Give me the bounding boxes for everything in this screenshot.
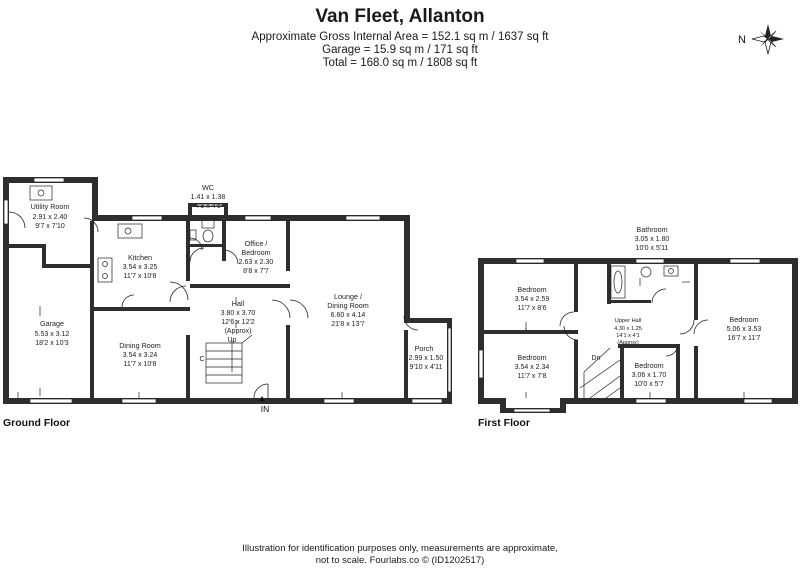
room-imperial-lounge: 21'8 x 13'7 <box>331 321 365 328</box>
room-name2-lounge: Dining Room <box>327 301 369 310</box>
stair-up-label: Up <box>228 337 237 344</box>
room-imperial-dining: 11'7 x 10'8 <box>124 361 157 368</box>
garage-area-line: Garage = 15.9 sq m / 171 sq ft <box>322 44 478 56</box>
room-name-bedroom-3: Bedroom <box>634 361 663 370</box>
room-metric-bathroom: 3.05 x 1.80 <box>635 236 670 243</box>
room-metric-garage: 5.53 x 3.12 <box>35 331 70 338</box>
room-name-wc: WC <box>202 183 214 192</box>
room-metric-lounge: 6.60 x 4.14 <box>331 312 366 319</box>
room-imperial-bedroom-main: 16'7 x 11'7 <box>728 335 761 342</box>
room-metric-bedroom-3: 3.06 x 1.70 <box>632 372 667 379</box>
room-imperial-bedroom-2: 11'7 x 7'8 <box>517 373 546 380</box>
room-imperial-kitchen: 11'7 x 10'8 <box>124 273 157 280</box>
disclaimer-line-2: not to scale. Fourlabs.co © (ID1202517) <box>315 555 485 566</box>
room-imperial-upper-hall: 14'1 x 4'1 <box>616 333 640 339</box>
room-name-garage: Garage <box>40 319 64 328</box>
room-metric-office: 2.63 x 2.30 <box>239 259 274 266</box>
compass-rose-icon: N <box>738 24 784 55</box>
room-imperial-hall: 12'6 x 12'2 <box>221 319 255 326</box>
ground-floor-fixtures <box>17 185 343 398</box>
room-metric-upper-hall: 4.30 x 1.25 <box>614 326 642 332</box>
entrance-arrow-icon <box>259 396 265 401</box>
room-name2-office: Bedroom <box>241 248 270 257</box>
ground-floor-doors <box>8 211 419 399</box>
room-metric-kitchen: 3.54 x 3.25 <box>123 264 158 271</box>
total-area-line: Total = 168.0 sq m / 1808 sq ft <box>322 57 478 69</box>
room-name-kitchen: Kitchen <box>128 253 152 262</box>
room-metric-bedroom-main: 5.06 x 3.53 <box>727 326 762 333</box>
room-name-bathroom: Bathroom <box>636 225 667 234</box>
room-metric-utility: 2.91 x 2.40 <box>33 214 68 221</box>
first-floor-label: First Floor <box>478 417 530 429</box>
ground-floor-plan <box>3 177 452 404</box>
room-imperial-bathroom: 10'0 x 5'11 <box>636 245 669 252</box>
ground-floor-walls <box>3 177 452 404</box>
gross-area-line: Approximate Gross Internal Area = 152.1 … <box>251 31 549 43</box>
ground-floor-labels: Utility Room 2.91 x 2.40 9'7 x 7'10 WC 1… <box>3 183 443 429</box>
plan-title: Van Fleet, Allanton <box>315 6 485 27</box>
first-floor-fixtures <box>525 265 745 399</box>
room-note-upper-hall: (Approx) <box>617 340 639 346</box>
room-metric-wc: 1.41 x 1.38 <box>191 194 226 201</box>
room-metric-dining: 3.54 x 3.24 <box>123 352 158 359</box>
room-imperial-porch: 9'10 x 4'11 <box>410 364 443 371</box>
room-metric-bedroom-2: 3.54 x 2.34 <box>515 364 550 371</box>
store-mark: C <box>199 356 204 363</box>
room-name-utility: Utility Room <box>31 202 70 211</box>
room-imperial-bedroom-1: 11'7 x 8'6 <box>517 305 546 312</box>
room-name-porch: Porch <box>415 344 434 353</box>
disclaimer-line-1: Illustration for identification purposes… <box>242 543 558 554</box>
compass-north-label: N <box>738 34 746 46</box>
first-floor-plan <box>478 258 798 413</box>
room-imperial-wc: 4'8 x 4'6 <box>195 203 221 210</box>
first-floor-labels: Bathroom 3.05 x 1.80 10'0 x 5'11 Bedroom… <box>478 225 761 429</box>
stair-down-label: Dn <box>592 355 601 362</box>
room-name-upper-hall: Upper Hall <box>615 318 641 324</box>
first-floor-doors <box>559 288 709 357</box>
first-floor-windows <box>478 258 773 413</box>
room-name-office: Office / <box>245 239 268 248</box>
room-imperial-bedroom-3: 10'0 x 5'7 <box>634 381 664 388</box>
ground-floor-label: Ground Floor <box>3 417 70 429</box>
room-name-bedroom-main: Bedroom <box>729 315 758 324</box>
room-metric-porch: 2.99 x 1.50 <box>409 355 444 362</box>
room-name-bedroom-1: Bedroom <box>517 285 546 294</box>
room-name-dining: Dining Room <box>119 341 161 350</box>
room-note-hall: (Approx) <box>225 328 252 335</box>
room-imperial-garage: 18'2 x 10'3 <box>35 340 69 347</box>
room-name-bedroom-2: Bedroom <box>517 353 546 362</box>
room-imperial-office: 8'8 x 7'7 <box>243 268 269 275</box>
entrance-label: IN <box>261 404 270 414</box>
room-imperial-utility: 9'7 x 7'10 <box>35 223 65 230</box>
room-metric-bedroom-1: 3.54 x 2.59 <box>515 296 550 303</box>
room-name-hall: Hall <box>232 299 245 308</box>
ground-floor-windows <box>3 177 452 404</box>
room-metric-hall: 3.80 x 3.70 <box>221 310 256 317</box>
room-name-lounge: Lounge / <box>334 292 362 301</box>
